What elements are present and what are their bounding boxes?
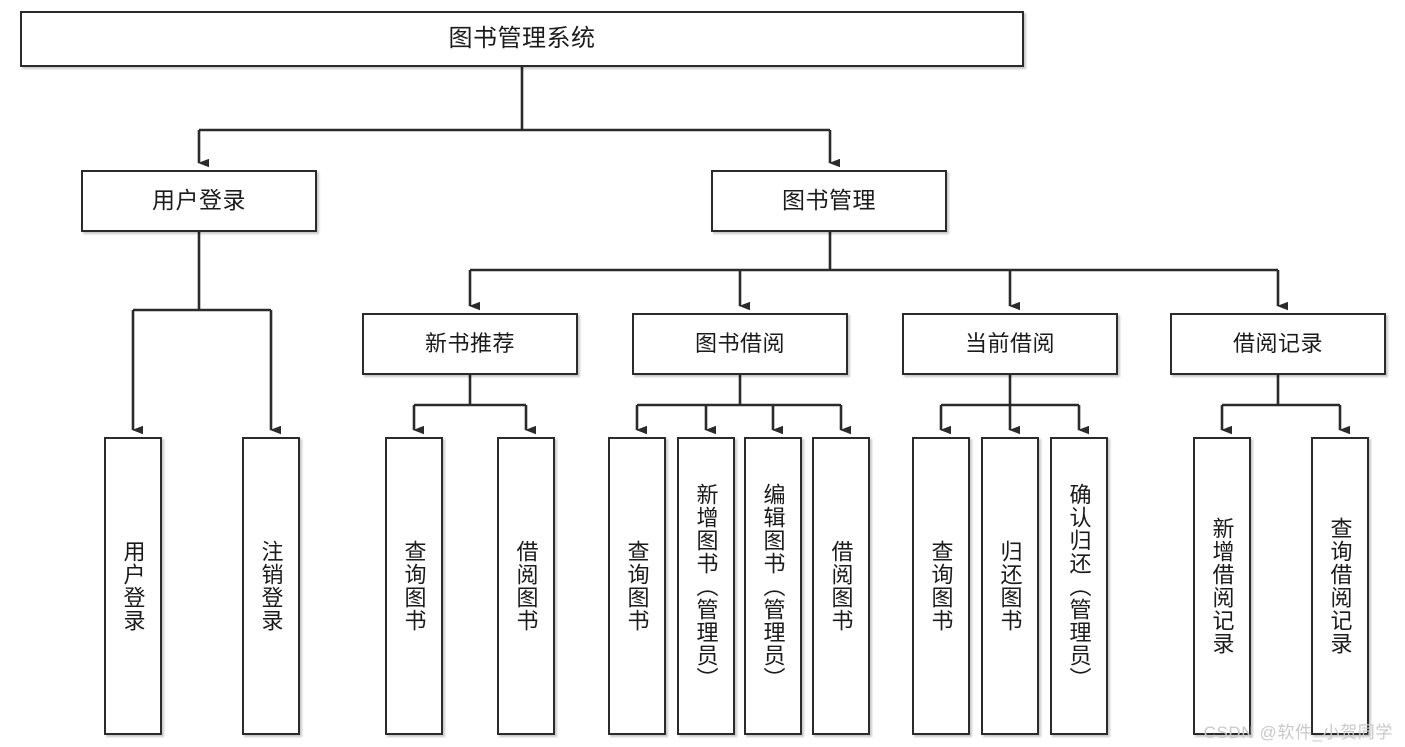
node-leaf-add-book-admin[interactable]: 新增图书（管理员）: [677, 437, 735, 735]
node-label: 编辑图书（管理员）: [760, 482, 786, 690]
node-book-management[interactable]: 图书管理: [711, 170, 947, 232]
node-leaf-add-borrow-record[interactable]: 新增借阅记录: [1193, 437, 1251, 735]
node-leaf-borrow-book-recommend[interactable]: 借阅图书: [497, 437, 555, 735]
node-label: 图书借阅: [694, 331, 785, 357]
node-book-borrow[interactable]: 图书借阅: [632, 313, 848, 375]
node-leaf-user-login[interactable]: 用户登录: [104, 437, 162, 735]
node-label: 用户登录: [120, 540, 146, 632]
node-new-book-recommend[interactable]: 新书推荐: [362, 313, 578, 375]
node-label: 用户登录: [152, 187, 246, 214]
node-label: 新书推荐: [424, 331, 515, 357]
node-leaf-return-book[interactable]: 归还图书: [981, 437, 1039, 735]
node-label: 确认归还（管理员）: [1066, 482, 1092, 690]
node-label: 借阅图书: [828, 540, 854, 632]
node-leaf-query-book-current[interactable]: 查询图书: [912, 437, 970, 735]
node-label: 图书管理: [782, 187, 876, 214]
node-label: 新增图书（管理员）: [693, 482, 719, 690]
node-leaf-logout[interactable]: 注销登录: [242, 437, 300, 735]
node-label: 当前借阅: [964, 331, 1055, 357]
node-leaf-query-borrow-record[interactable]: 查询借阅记录: [1311, 437, 1369, 735]
node-leaf-borrow-book[interactable]: 借阅图书: [812, 437, 870, 735]
node-label: 注销登录: [258, 540, 284, 632]
node-leaf-query-book-recommend[interactable]: 查询图书: [385, 437, 443, 735]
node-leaf-edit-book-admin[interactable]: 编辑图书（管理员）: [744, 437, 802, 735]
node-label: 借阅图书: [513, 540, 539, 632]
node-label: 查询图书: [928, 540, 954, 632]
node-leaf-query-book[interactable]: 查询图书: [608, 437, 666, 735]
node-label: 借阅记录: [1232, 331, 1323, 357]
node-label: 查询图书: [401, 540, 427, 632]
node-label: 查询图书: [624, 540, 650, 632]
node-label: 归还图书: [997, 540, 1023, 632]
watermark-text: CSDN @软件_小贺同学: [1203, 723, 1393, 742]
node-borrow-record[interactable]: 借阅记录: [1170, 313, 1386, 375]
node-root-book-management-system[interactable]: 图书管理系统: [20, 11, 1024, 67]
node-leaf-confirm-return-admin[interactable]: 确认归还（管理员）: [1050, 437, 1108, 735]
node-current-borrow[interactable]: 当前借阅: [902, 313, 1118, 375]
node-label: 新增借阅记录: [1209, 517, 1235, 655]
node-label: 图书管理系统: [448, 24, 596, 52]
node-user-login[interactable]: 用户登录: [81, 170, 317, 232]
node-label: 查询借阅记录: [1327, 517, 1353, 655]
